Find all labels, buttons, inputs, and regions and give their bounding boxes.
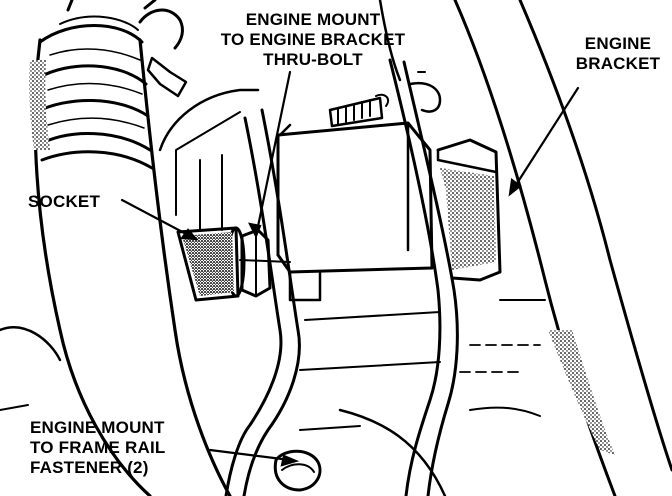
crossmember-lines (299, 299, 546, 496)
label-thru-bolt-line-3: THRU-BOLT (263, 50, 363, 69)
stippled-shading (29, 60, 615, 455)
label-engine-bracket-line-2: BRACKET (575, 54, 661, 73)
label-frame-rail-fastener-line-2: TO FRAME RAIL (30, 438, 166, 457)
label-frame-rail-fastener-line-1: ENGINE MOUNT (30, 418, 165, 437)
frame-rail-fastener (273, 449, 322, 492)
label-frame-rail-fastener: ENGINE MOUNT TO FRAME RAIL FASTENER (2) (30, 418, 210, 478)
label-thru-bolt: ENGINE MOUNT TO ENGINE BRACKET THRU-BOLT (208, 10, 418, 70)
hose-clamp (66, 0, 188, 98)
engine-block-outline (158, 88, 260, 231)
engine-bracket (408, 71, 502, 282)
engine-mount (239, 121, 434, 302)
label-thru-bolt-line-1: ENGINE MOUNT (245, 10, 381, 29)
label-socket: SOCKET (28, 192, 128, 212)
label-socket-line-1: SOCKET (28, 192, 101, 211)
label-engine-bracket-line-1: ENGINE (584, 34, 652, 53)
leader-frame-rail-fastener (208, 448, 300, 467)
label-engine-bracket: ENGINE BRACKET (570, 34, 666, 74)
leader-socket (120, 198, 199, 241)
label-thru-bolt-line-2: TO ENGINE BRACKET (220, 30, 406, 49)
thru-bolt (328, 93, 390, 128)
leader-engine-bracket (508, 86, 580, 197)
leader-thru-bolt (248, 70, 292, 239)
label-frame-rail-fastener-line-3: FASTENER (2) (30, 458, 149, 477)
hose (33, 15, 232, 496)
